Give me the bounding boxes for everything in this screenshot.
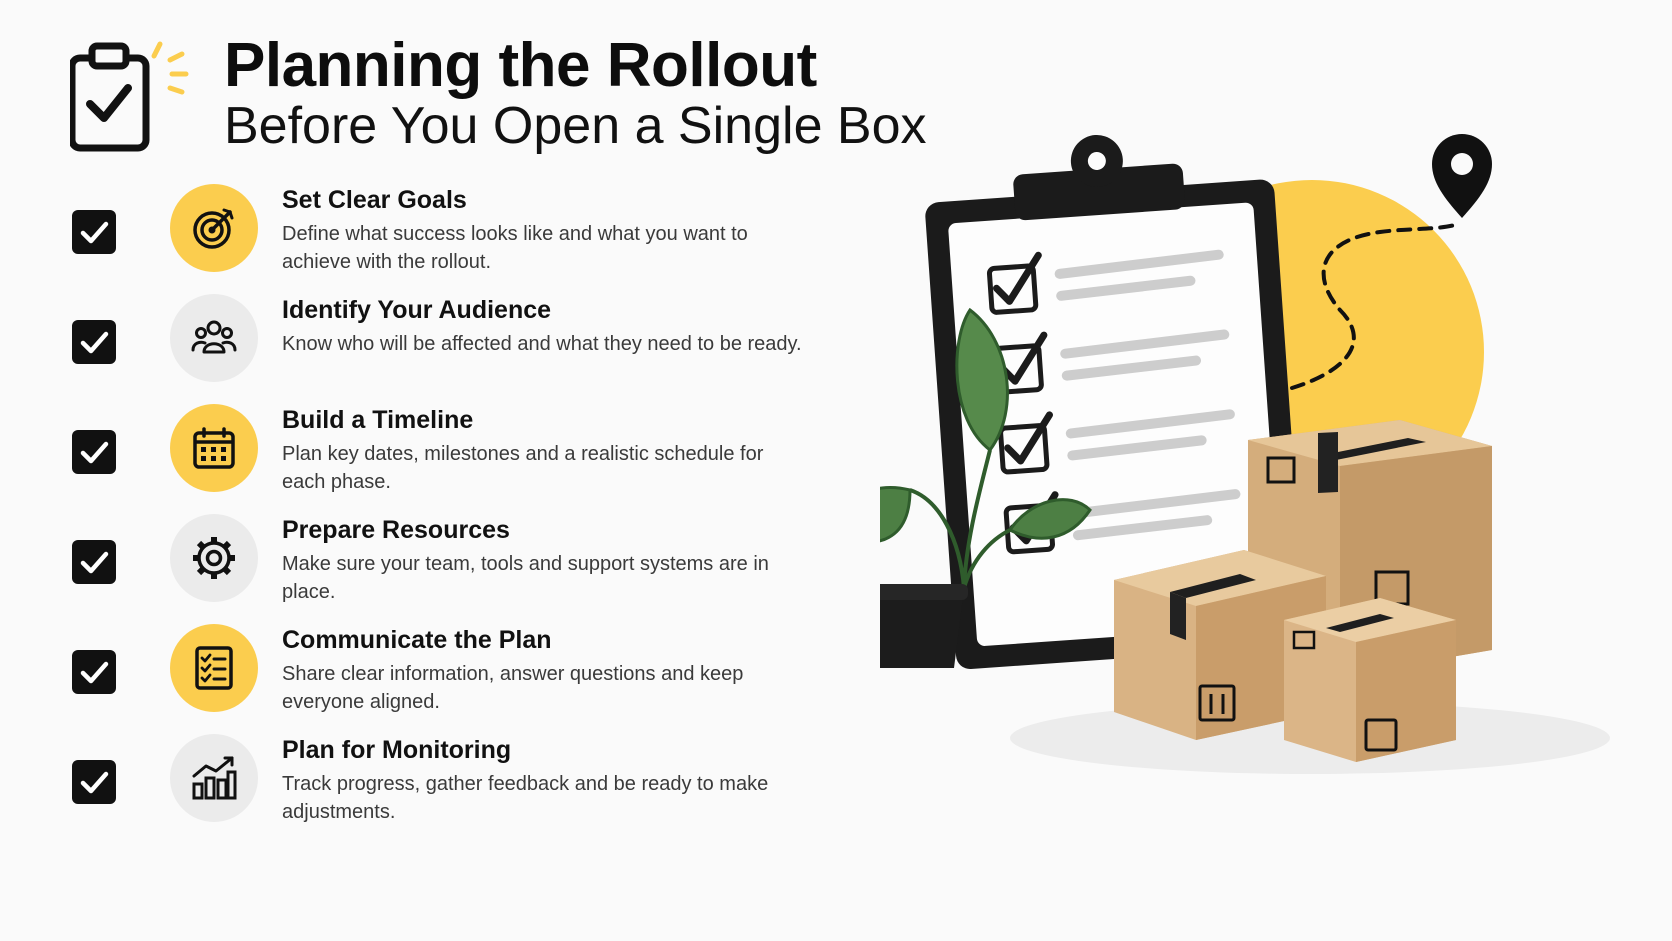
check-icon — [80, 331, 109, 354]
step-title: Identify Your Audience — [282, 296, 552, 324]
step-identify-audience: Identify Your Audience Know who will be … — [72, 294, 832, 400]
step-build-timeline: Build a Timeline Plan key dates, milesto… — [72, 404, 832, 510]
step-title: Communicate the Plan — [282, 626, 552, 654]
step-description: Make sure your team, tools and support s… — [282, 553, 769, 603]
page-title: Planning the Rollout — [224, 31, 817, 100]
check-icon — [80, 551, 109, 574]
people-icon — [191, 320, 237, 354]
clipboard-text-lines — [1054, 249, 1241, 541]
step-set-clear-goals: Set Clear Goals Define what success look… — [72, 184, 832, 290]
step-description: Define what success looks like and what … — [282, 223, 748, 273]
step-badge — [170, 734, 258, 822]
check-icon — [80, 441, 109, 464]
header: Planning the Rollout Before You Open a S… — [70, 30, 970, 160]
step-description: Track progress, gather feedback and be r… — [282, 773, 769, 823]
calendar-icon — [193, 427, 235, 469]
step-badge — [170, 624, 258, 712]
step-description: Plan key dates, milestones and a realist… — [282, 443, 764, 493]
growth-chart-icon — [192, 756, 237, 800]
checkbox-checked — [72, 320, 116, 364]
checkbox-checked — [72, 540, 116, 584]
step-prepare-resources: Prepare Resources Make sure your team, t… — [72, 514, 832, 620]
step-badge — [170, 184, 258, 272]
page-subtitle: Before You Open a Single Box — [224, 97, 927, 155]
step-title: Plan for Monitoring — [282, 736, 512, 764]
step-title: Prepare Resources — [282, 516, 510, 544]
step-plan-monitoring: Plan for Monitoring Track progress, gath… — [72, 734, 832, 840]
rollout-illustration — [880, 134, 1610, 774]
clipboard-check-icon — [70, 41, 189, 152]
step-title: Build a Timeline — [282, 406, 474, 434]
check-icon — [80, 771, 109, 794]
checkbox-checked — [72, 430, 116, 474]
checkbox-checked — [72, 760, 116, 804]
step-description: Know who will be affected and what they … — [282, 333, 802, 355]
cardboard-boxes-illustration — [1114, 420, 1492, 762]
location-pin-icon — [1432, 134, 1492, 218]
check-icon — [80, 661, 109, 684]
checklist-icon — [195, 646, 233, 690]
step-title: Set Clear Goals — [282, 186, 467, 214]
step-badge — [170, 294, 258, 382]
checkbox-checked — [72, 210, 116, 254]
gear-icon — [193, 537, 235, 579]
step-badge — [170, 514, 258, 602]
potted-plant-illustration — [880, 307, 1092, 668]
check-icon — [80, 221, 109, 244]
target-icon — [193, 208, 234, 249]
step-badge — [170, 404, 258, 492]
checkbox-checked — [72, 650, 116, 694]
step-description: Share clear information, answer question… — [282, 663, 744, 713]
dashed-route — [1290, 222, 1460, 390]
step-communicate-plan: Communicate the Plan Share clear informa… — [72, 624, 832, 730]
